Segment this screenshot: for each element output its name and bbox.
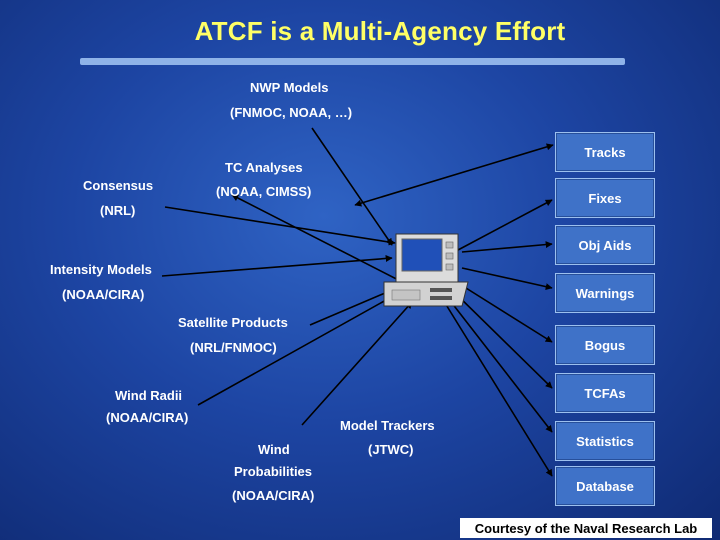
slide-title: ATCF is a Multi-Agency Effort [194, 16, 566, 46]
arrow-tracks [354, 143, 554, 207]
satellite-products-label: Satellite Products [178, 315, 288, 330]
arrow-wind-prob [301, 301, 413, 426]
model-trackers-agency: (JTWC) [368, 442, 414, 457]
output-box-bogus: Bogus [555, 325, 655, 365]
tc-analyses-label: TC Analyses [225, 160, 303, 175]
arrow-consensus [164, 206, 396, 246]
output-box-warnings: Warnings [555, 273, 655, 313]
nwp-models-label: NWP Models [250, 80, 329, 95]
title-underline [80, 58, 625, 65]
arrow-database [444, 302, 553, 477]
arrow-fixes [457, 199, 553, 251]
output-box-database: Database [555, 466, 655, 506]
satellite-products-agencies: (NRL/FNMOC) [190, 340, 277, 355]
nwp-models-agencies: (FNMOC, NOAA, …) [230, 105, 353, 120]
arrow-tc-analyses [231, 194, 419, 291]
computer-icon [383, 233, 469, 307]
tc-analyses-agencies: (NOAA, CIMSS) [216, 184, 312, 199]
consensus-agency: (NRL) [100, 203, 136, 218]
output-box-obj-aids: Obj Aids [555, 225, 655, 265]
output-box-statistics: Statistics [555, 421, 655, 461]
arrow-intensity [161, 255, 393, 277]
arrow-tcfas [451, 289, 553, 389]
output-box-tcfas: TCFAs [555, 373, 655, 413]
wind-probabilities-agency: (NOAA/CIRA) [232, 488, 315, 503]
credit-banner: Courtesy of the Naval Research Lab [460, 518, 712, 538]
arrow-obj-aids [461, 241, 553, 253]
arrow-satellite [309, 289, 393, 326]
output-box-fixes: Fixes [555, 178, 655, 218]
wind-probabilities-label-line1: Wind [258, 442, 290, 457]
consensus-label: Consensus [83, 178, 154, 193]
arrow-statistics [447, 297, 553, 433]
output-box-tracks: Tracks [555, 132, 655, 172]
wind-radii-label: Wind Radii [115, 388, 183, 403]
wind-probabilities-label-line2: Probabilities [234, 464, 313, 479]
arrow-warnings [461, 267, 553, 291]
arrow-bogus [457, 282, 553, 343]
intensity-models-agency: (NOAA/CIRA) [62, 287, 145, 302]
model-trackers-label: Model Trackers [340, 418, 435, 433]
arrow-wind-radii [197, 294, 396, 406]
wind-radii-agency: (NOAA/CIRA) [106, 410, 189, 425]
intensity-models-label: Intensity Models [50, 262, 152, 277]
arrow-nwp [311, 127, 393, 246]
